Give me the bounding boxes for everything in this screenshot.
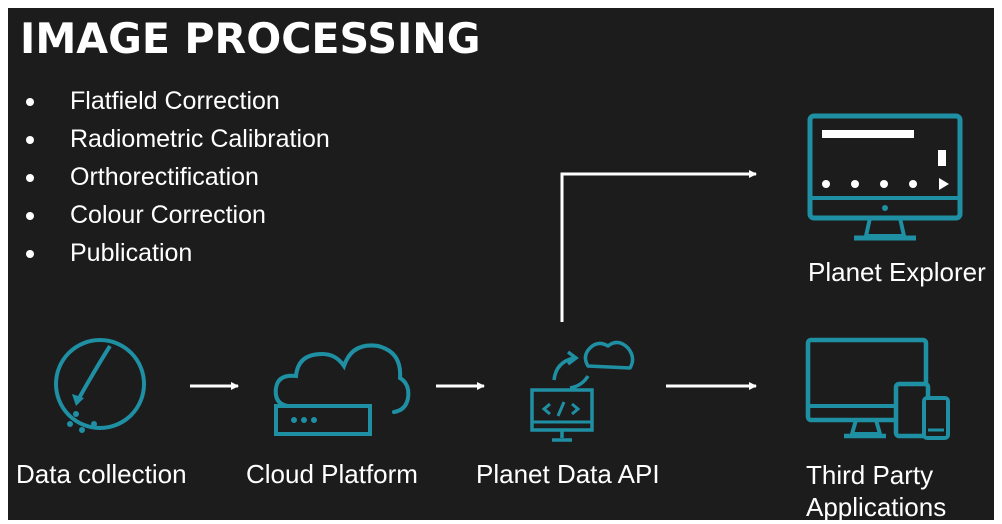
list-item: Radiometric Calibration bbox=[22, 122, 330, 160]
bullet-dot bbox=[26, 250, 34, 258]
third-party-label-line1: Third Party bbox=[806, 460, 934, 490]
bullet-dot bbox=[26, 98, 34, 106]
slide: IMAGE PROCESSING Flatfield Correction Ra… bbox=[8, 8, 994, 520]
processing-steps-list: Flatfield Correction Radiometric Calibra… bbox=[22, 84, 330, 274]
satellite-orbit-icon bbox=[54, 338, 146, 433]
bullet-dot bbox=[26, 136, 34, 144]
third-party-applications-label: Third Party Applications bbox=[806, 459, 946, 520]
bullet-dot bbox=[26, 212, 34, 220]
list-item: Orthorectification bbox=[22, 160, 330, 198]
list-item-label: Publication bbox=[70, 239, 193, 267]
page-title: IMAGE PROCESSING bbox=[20, 14, 481, 63]
cloud-server-icon bbox=[273, 343, 411, 436]
list-item: Publication bbox=[22, 236, 330, 274]
list-item: Flatfield Correction bbox=[22, 84, 330, 122]
bullet-dot bbox=[26, 174, 34, 182]
planet-data-api-label: Planet Data API bbox=[476, 459, 660, 489]
list-item-label: Orthorectification bbox=[70, 163, 259, 191]
monitor-slideshow-icon bbox=[807, 113, 963, 241]
planet-explorer-label: Planet Explorer bbox=[808, 257, 986, 287]
cloud-platform-label: Cloud Platform bbox=[246, 459, 418, 489]
list-item-label: Radiometric Calibration bbox=[70, 125, 330, 153]
list-item: Colour Correction bbox=[22, 198, 330, 236]
data-collection-label: Data collection bbox=[16, 459, 187, 489]
multi-device-icon bbox=[805, 337, 950, 440]
list-item-label: Colour Correction bbox=[70, 201, 266, 229]
arrow-api-to-explorer bbox=[560, 170, 757, 322]
third-party-label-line2: Applications bbox=[806, 492, 947, 520]
api-code-monitor-icon bbox=[530, 340, 635, 442]
flow-arrows bbox=[190, 170, 757, 390]
list-item-label: Flatfield Correction bbox=[70, 87, 280, 115]
